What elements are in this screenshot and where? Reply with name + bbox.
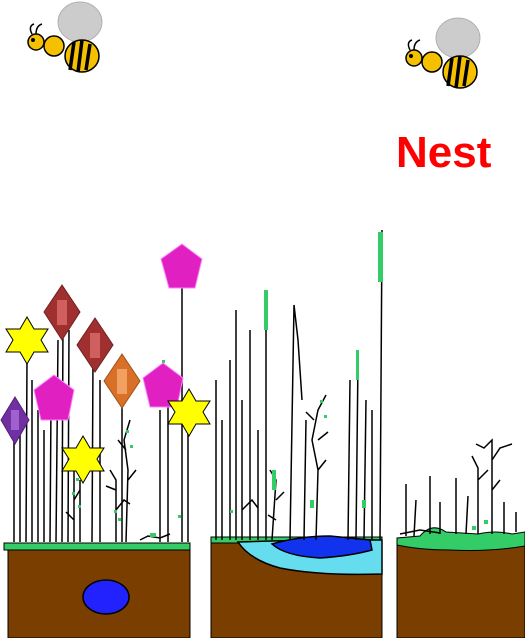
bee-wing <box>436 18 480 58</box>
soil <box>397 545 525 638</box>
shrub-stems <box>400 440 516 536</box>
bee-antenna <box>30 24 42 34</box>
shrub-panel <box>397 440 525 638</box>
leaf-specks <box>472 520 488 530</box>
bee-thorax <box>44 36 64 56</box>
flower-red-diamond[interactable] <box>44 285 80 340</box>
soil <box>211 542 382 638</box>
flower-pink-pentagon[interactable] <box>34 375 74 420</box>
leaf-specks <box>72 360 181 537</box>
underground-burrow[interactable] <box>83 580 129 614</box>
grass-strip <box>211 537 382 543</box>
leaf-specks <box>230 232 383 513</box>
bee-icon[interactable] <box>18 0 108 80</box>
pond-deep[interactable] <box>272 536 372 558</box>
bee-icon[interactable] <box>396 16 486 96</box>
flower-yellow-star[interactable] <box>168 389 210 436</box>
bee-antenna <box>408 40 420 50</box>
grass-mound <box>397 528 525 551</box>
bee-head <box>28 34 44 50</box>
flower-red-diamond[interactable] <box>77 318 113 372</box>
bee-eye <box>31 38 35 42</box>
soil <box>8 550 190 638</box>
pond-shallow[interactable] <box>238 540 382 574</box>
flower-orange-diamond[interactable] <box>104 354 140 408</box>
flower-purple-diamond[interactable] <box>1 397 29 444</box>
grass-strip <box>4 543 190 550</box>
nest-label[interactable]: Nest <box>396 125 491 181</box>
bee-head <box>406 50 422 66</box>
flower-stems <box>14 285 188 542</box>
bee-eye <box>409 54 413 58</box>
plant-stems <box>216 230 382 540</box>
meadow-panel <box>1 244 210 638</box>
flower-yellow-star[interactable] <box>6 317 48 364</box>
flower-yellow-star[interactable] <box>62 436 104 483</box>
flower-pink-pentagon[interactable] <box>143 363 183 407</box>
bee-thorax <box>422 52 442 72</box>
flower-pink-pentagon[interactable] <box>161 244 202 288</box>
pond-panel <box>211 230 383 638</box>
bee-wing <box>58 2 102 42</box>
